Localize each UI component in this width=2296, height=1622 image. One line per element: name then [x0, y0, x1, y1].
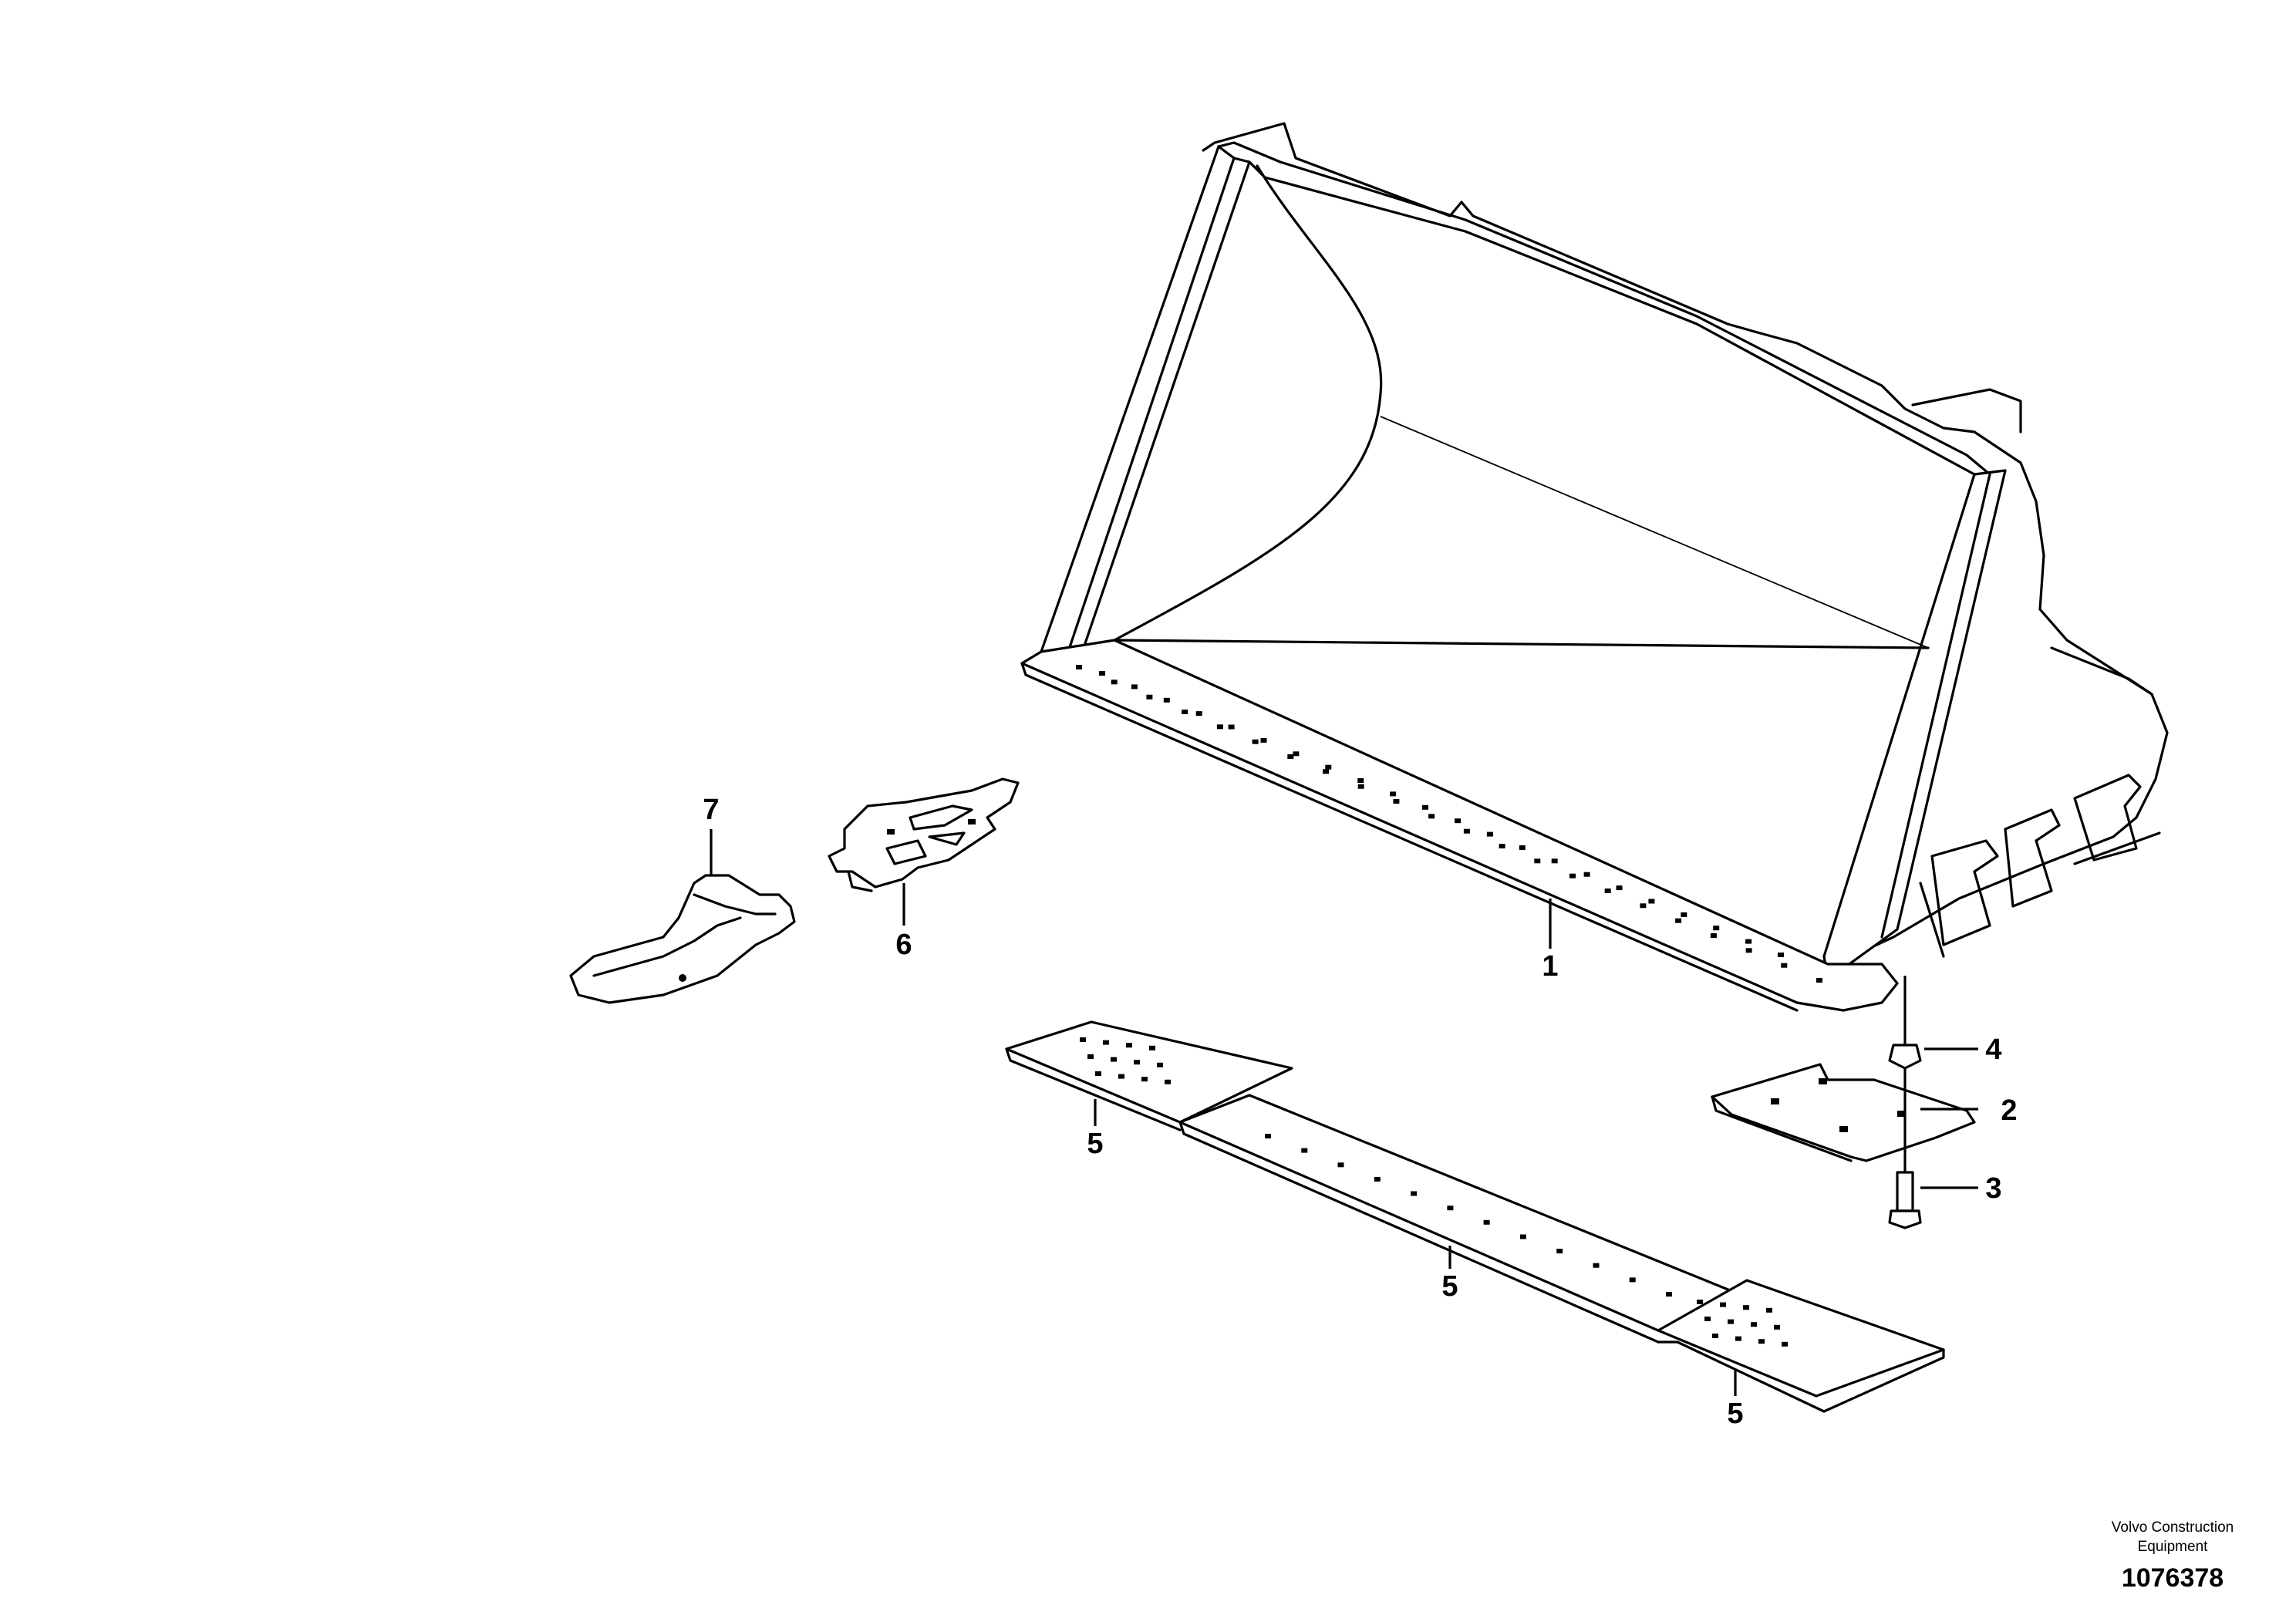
callout-3: 3 [1985, 1172, 2001, 1205]
bucket-drawing [1020, 122, 2169, 1012]
leader-lines [1094, 899, 1978, 1396]
fastener-drawing [1888, 976, 1922, 1229]
callout-1: 1 [1542, 950, 1558, 983]
cutting-edges-drawing [1005, 1020, 1945, 1413]
drawing-number: 1076378 [2122, 1563, 2224, 1593]
callout-5-right: 5 [1727, 1398, 1743, 1430]
company-name-line2: Equipment [2138, 1539, 2209, 1555]
wear-plate-drawing [1711, 1063, 1976, 1162]
callout-5-middle: 5 [1441, 1270, 1458, 1303]
tooth-drawing [569, 829, 796, 1004]
callout-2: 2 [2001, 1094, 2017, 1127]
callout-7: 7 [703, 794, 719, 826]
company-name-line1: Volvo Construction [2112, 1519, 2234, 1536]
tooth-adapter-drawing [828, 777, 1020, 926]
callout-6: 6 [895, 929, 912, 961]
callout-5-left: 5 [1087, 1128, 1103, 1160]
callout-4: 4 [1985, 1034, 2001, 1066]
